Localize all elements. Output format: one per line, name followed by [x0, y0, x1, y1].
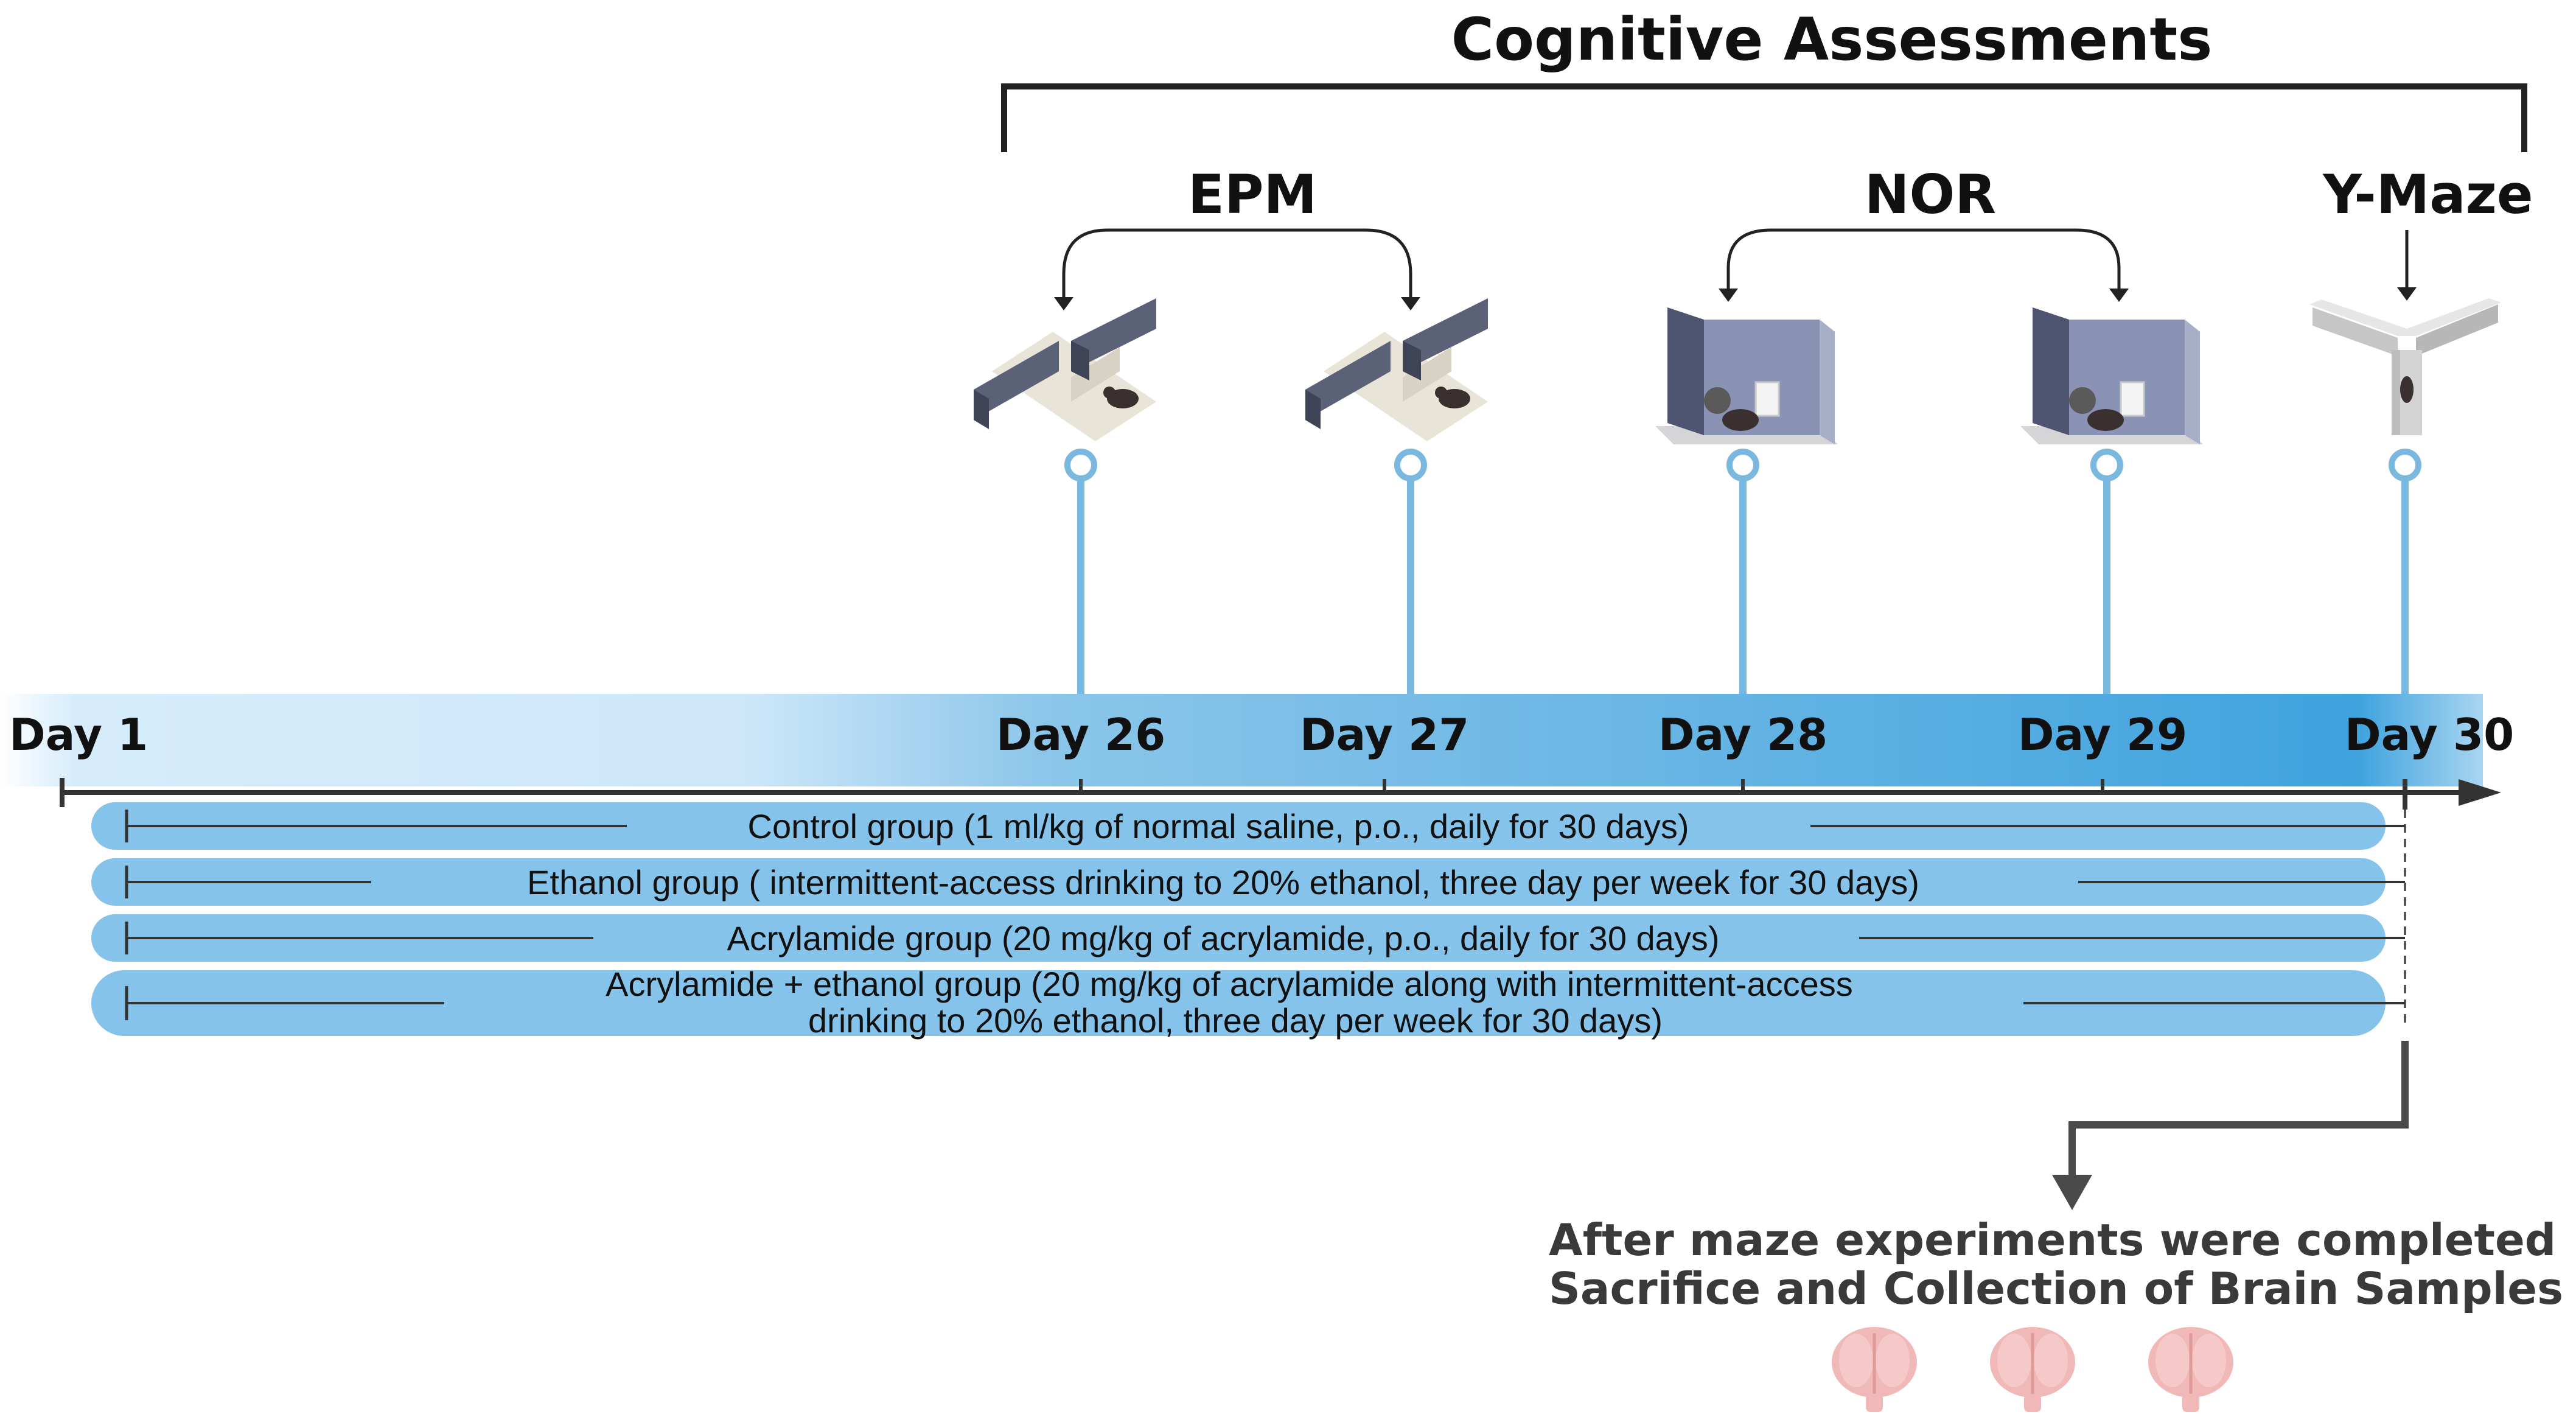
footer-line2: Sacrifice and Collection of Brain Sample…: [1549, 1263, 2563, 1314]
pin-day29: [2090, 449, 2123, 694]
group-bar-ethanol: Ethanol group ( intermittent-access drin…: [91, 858, 2405, 906]
group-label-acrylamide: Acrylamide group (20 mg/kg of acrylamide…: [727, 919, 1720, 957]
group-bar-control: Control group (1 ml/kg of normal saline,…: [91, 802, 2405, 850]
epm-curved-arrow: [1062, 228, 1412, 301]
brain-icon: [1832, 1327, 1917, 1412]
test-label-epm: EPM: [1188, 163, 1317, 226]
group-label-acrylamide-ethanol-line2: drinking to 20% ethanol, three day per w…: [808, 1001, 1663, 1040]
day-label-27: Day 27: [1300, 709, 1469, 760]
brain-icon: [1990, 1327, 2075, 1412]
day-label-29: Day 29: [2018, 709, 2187, 760]
group-label-ethanol: Ethanol group ( intermittent-access drin…: [527, 863, 1919, 901]
day-label-28: Day 28: [1658, 709, 1827, 760]
day-label-26: Day 26: [996, 709, 1165, 760]
nor-curved-arrow: [1726, 228, 2121, 292]
timeline-axis: [60, 778, 2501, 810]
day-label-30: Day 30: [2345, 709, 2514, 760]
day-label-1: Day 1: [9, 709, 148, 760]
pin-day28: [1726, 449, 1759, 694]
epm-apparatus-day26: [974, 298, 1156, 441]
footer-line1: After maze experiments were completed: [1549, 1214, 2556, 1265]
timeline-band: [0, 694, 2483, 786]
ymaze-apparatus: [2309, 298, 2501, 435]
group-label-control: Control group (1 ml/kg of normal saline,…: [748, 807, 1689, 845]
group-bar-acrylamide: Acrylamide group (20 mg/kg of acrylamide…: [91, 914, 2405, 962]
nor-box-day29: [2020, 307, 2203, 444]
group-bar-acrylamide-ethanol: Acrylamide + ethanol group (20 mg/kg of …: [91, 965, 2405, 1040]
test-label-ymaze: Y-Maze: [2322, 163, 2533, 226]
group-label-acrylamide-ethanol-line1: Acrylamide + ethanol group (20 mg/kg of …: [606, 965, 1853, 1003]
brain-icon: [2148, 1327, 2233, 1412]
pin-day26: [1064, 449, 1097, 694]
cognitive-assessments-title: Cognitive Assessments: [1451, 5, 2213, 74]
epm-apparatus-day27: [1305, 298, 1488, 441]
sacrifice-arrow: [2068, 1041, 2409, 1181]
test-label-nor: NOR: [1865, 163, 1996, 226]
pin-day30: [2389, 449, 2421, 694]
pin-day27: [1394, 449, 1427, 694]
assessment-bracket: [1001, 83, 2527, 152]
nor-box-day28: [1655, 307, 1838, 444]
